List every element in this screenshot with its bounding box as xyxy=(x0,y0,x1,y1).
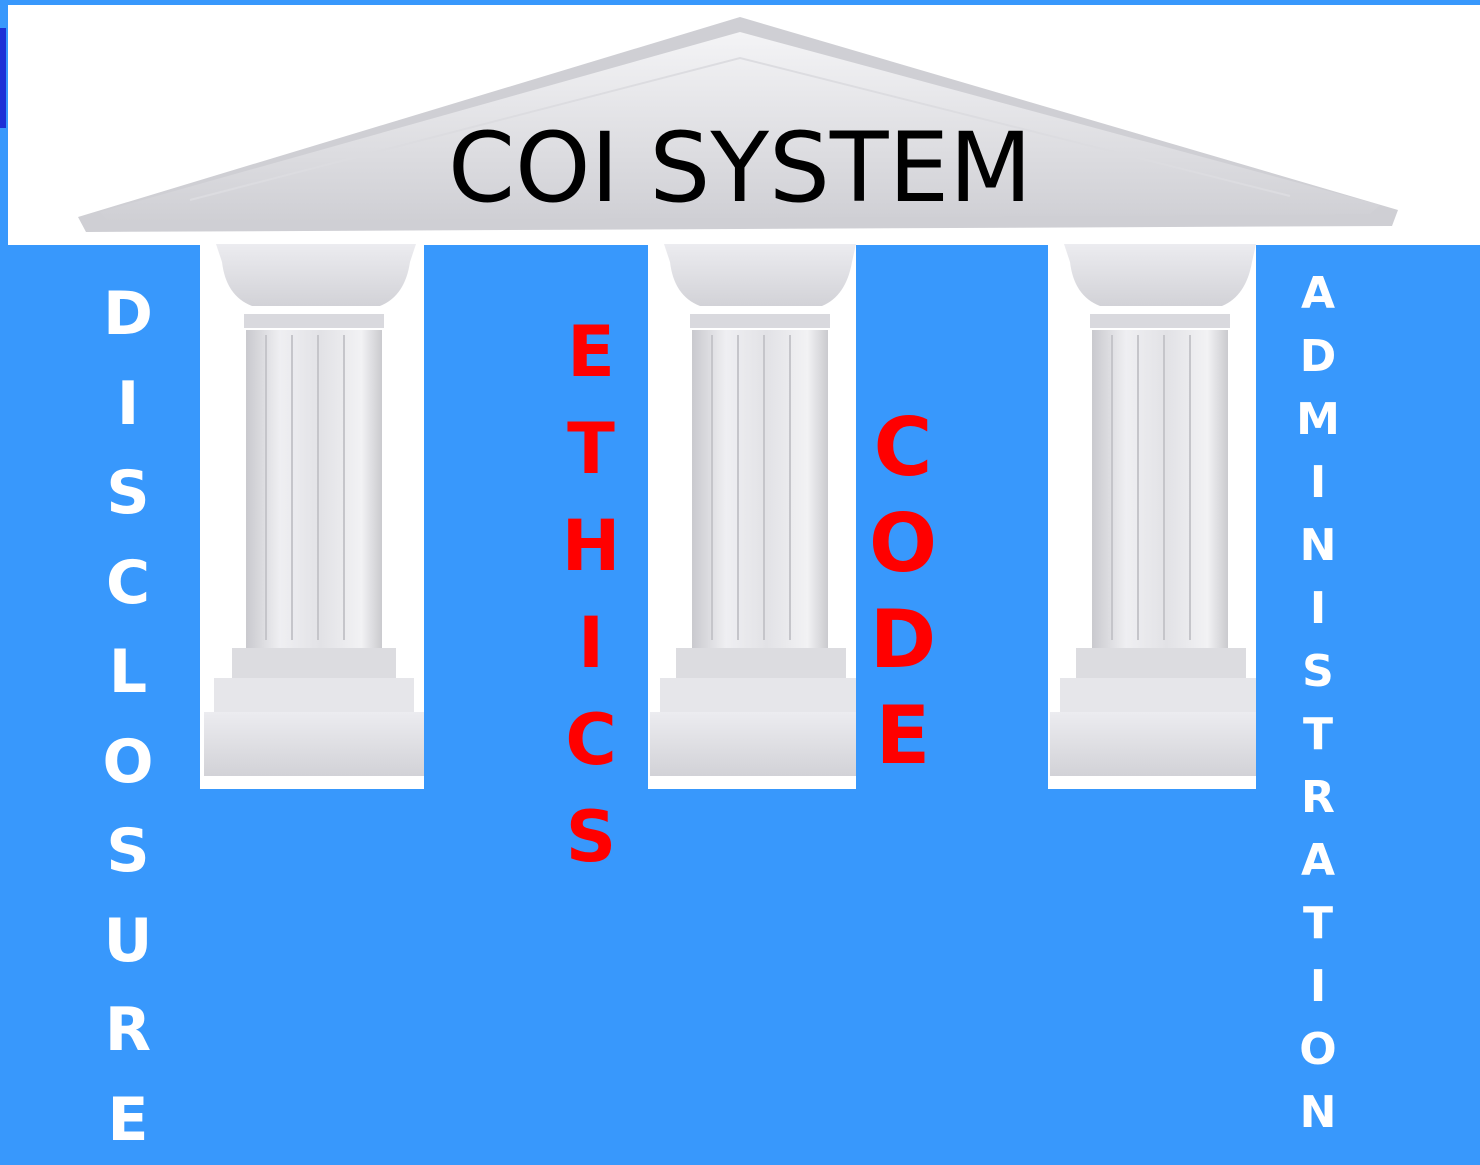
code-letter: O xyxy=(860,496,946,592)
administration-letter: R xyxy=(1288,766,1348,829)
administration-letter: A xyxy=(1288,829,1348,892)
administration-letter: T xyxy=(1288,892,1348,955)
administration-letter: A xyxy=(1288,262,1348,325)
administration-letter: M xyxy=(1288,388,1348,451)
administration-letter: I xyxy=(1288,451,1348,514)
administration-letter: N xyxy=(1288,514,1348,577)
disclosure-letter: O xyxy=(88,718,168,808)
diagram-title: COI SYSTEM xyxy=(0,112,1480,224)
ethics-letter: I xyxy=(548,595,634,692)
disclosure-letter: I xyxy=(88,360,168,450)
column-right xyxy=(1050,244,1256,776)
administration-letter: S xyxy=(1288,640,1348,703)
disclosure-letter: L xyxy=(88,628,168,718)
administration-letter: O xyxy=(1288,1018,1348,1081)
administration-letter: N xyxy=(1288,1081,1348,1144)
disclosure-letter: S xyxy=(88,807,168,897)
code-letter: C xyxy=(860,400,946,496)
ethics-letter: S xyxy=(548,789,634,886)
code-letter: E xyxy=(860,688,946,784)
administration-letter: I xyxy=(1288,577,1348,640)
disclosure-letter: E xyxy=(88,1076,168,1165)
column-middle xyxy=(650,244,856,776)
ethics-letter: H xyxy=(548,498,634,595)
disclosure-letter: C xyxy=(88,539,168,629)
disclosure-letter: U xyxy=(88,897,168,987)
disclosure-letter: D xyxy=(88,270,168,360)
administration-letter: I xyxy=(1288,955,1348,1018)
ethics-letter: C xyxy=(548,692,634,789)
column-left xyxy=(204,244,424,776)
ethics-letter: E xyxy=(548,304,634,401)
administration-letter: D xyxy=(1288,325,1348,388)
disclosure-letter: R xyxy=(88,986,168,1076)
ethics-letter: T xyxy=(548,401,634,498)
code-letter: D xyxy=(860,592,946,688)
administration-letter: T xyxy=(1288,703,1348,766)
disclosure-letter: S xyxy=(88,449,168,539)
